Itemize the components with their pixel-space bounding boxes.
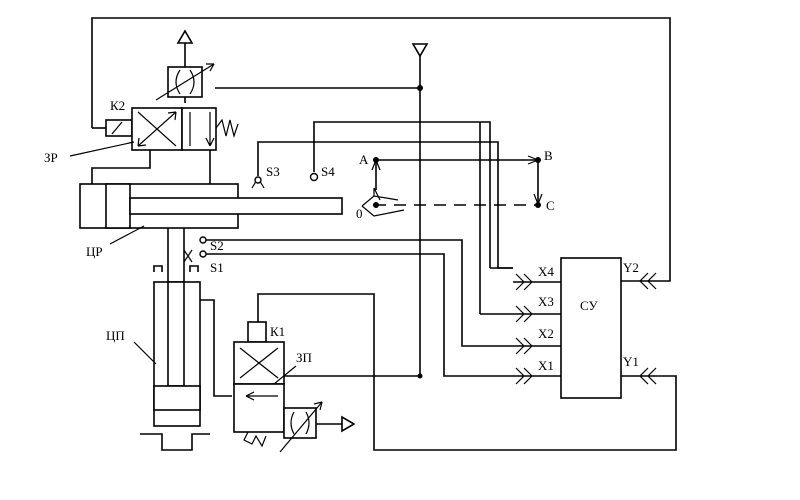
k1-solenoid [247,321,267,343]
label-x4: X4 [538,264,554,279]
x2-chevron [515,337,533,355]
zp-supply-junction [417,373,423,379]
supply-triangle [411,43,429,58]
s1-line [205,253,513,377]
label-k2: К2 [110,98,125,113]
y2-feedback-line [91,17,671,282]
gripper-pivot [373,187,381,201]
x4-chevron [515,273,533,291]
k2-solenoid-slash [111,121,123,135]
cylinder-tsr-rod [129,197,343,215]
throttle-box-bottom [283,407,317,439]
label-y1: Y1 [623,354,639,369]
s3-contact [254,176,262,184]
label-x1: X1 [538,358,554,373]
label-s3: S3 [266,164,280,179]
throttle-arc-right [189,69,195,95]
valve-zr-cross [137,111,177,147]
zp-leader [273,365,297,385]
x1-chevron [515,367,533,385]
k1-feed-line [257,293,677,451]
throttle-arrow-bottom [279,401,323,453]
control-unit-su [560,257,622,399]
s1-contact [199,250,207,258]
label-b: B [544,148,553,163]
valve-zp-bottom [233,383,285,433]
tsp-port-line [200,299,232,397]
cylinder-tsp-piston [153,385,201,411]
s4-contact [309,172,319,182]
label-tsr: ЦР [86,244,103,259]
cylinder-tsr-piston [105,183,131,229]
throttle-bottom-arc-right [305,411,310,435]
s2-contact [199,236,207,244]
cylinder-tsp-rod [167,281,185,387]
k2-solenoid [105,119,133,137]
throttle-arrow-top [155,63,215,101]
label-zp: ЗП [296,350,312,365]
valve-zr-cross-heads [137,111,177,147]
zr-leader [69,141,135,157]
s1-switch [183,249,193,263]
throttle-bottom-arc-left [290,411,295,435]
valve-zr-spring [215,118,239,139]
tsr-leader [109,225,145,245]
tsp-top-right-bracket [189,265,199,272]
label-su: СУ [580,298,598,313]
tsp-top-left-bracket [153,265,163,272]
zr-to-cylinder-left [91,150,151,185]
point-zero [373,202,379,208]
s4-line [313,121,491,268]
label-zr: ЗР [44,150,58,165]
supply-junction [417,85,423,91]
point-b [535,157,541,163]
s2-line [205,239,513,347]
valve-zp-spring [243,431,267,448]
tsp-base [140,433,210,451]
exhaust-triangle-bottom [341,415,356,433]
x3-chevron [515,305,533,323]
y1-chevron [639,367,657,385]
throttle-arrow-head-top [206,63,215,72]
label-y2: Y2 [623,260,639,275]
label-tsp: ЦП [106,328,125,343]
valve-zp-flow [245,391,278,401]
x4-line [490,267,561,283]
label-s2: S2 [210,238,224,253]
label-x2: X2 [538,326,554,341]
throttle-arc-left [175,69,181,95]
valve-zp-cross [239,347,279,379]
point-a [373,157,379,163]
label-c: C [546,198,555,213]
throttle-arrow-head-bottom [313,401,323,411]
label-s4: S4 [321,164,335,179]
point-c [535,202,541,208]
label-k1: К1 [270,324,285,339]
gripper-body [361,195,405,217]
y2-chevron [639,272,657,290]
label-zero: 0 [356,206,363,221]
label-a: A [359,152,369,167]
valve-zr-flow-down [205,112,215,147]
tsp-leader [133,341,157,365]
label-x3: X3 [538,294,554,309]
label-s1: S1 [210,260,224,275]
exhaust-triangle-top [176,29,194,44]
